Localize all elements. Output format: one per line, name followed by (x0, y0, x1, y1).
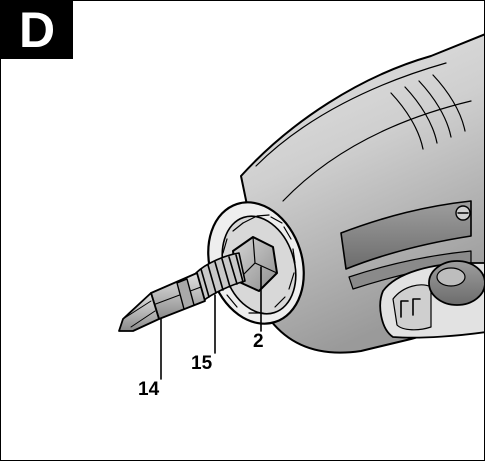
body-contour-mid (282, 100, 472, 202)
leader-lines (160, 266, 262, 380)
direction-arrows-mark (400, 298, 421, 318)
callout-chuck-number: 2 (253, 331, 264, 352)
figure-letter-badge: D (1, 1, 73, 59)
body-contour-upper (255, 62, 447, 167)
bit-collar-ring (176, 278, 195, 310)
side-grip-slot (340, 200, 472, 270)
direction-switch-inset (392, 284, 432, 331)
threaded-adapter (195, 252, 246, 302)
vent-ribs (390, 74, 466, 150)
callout-adapter-number: 15 (191, 353, 213, 374)
callout-bit-number: 14 (138, 379, 160, 400)
